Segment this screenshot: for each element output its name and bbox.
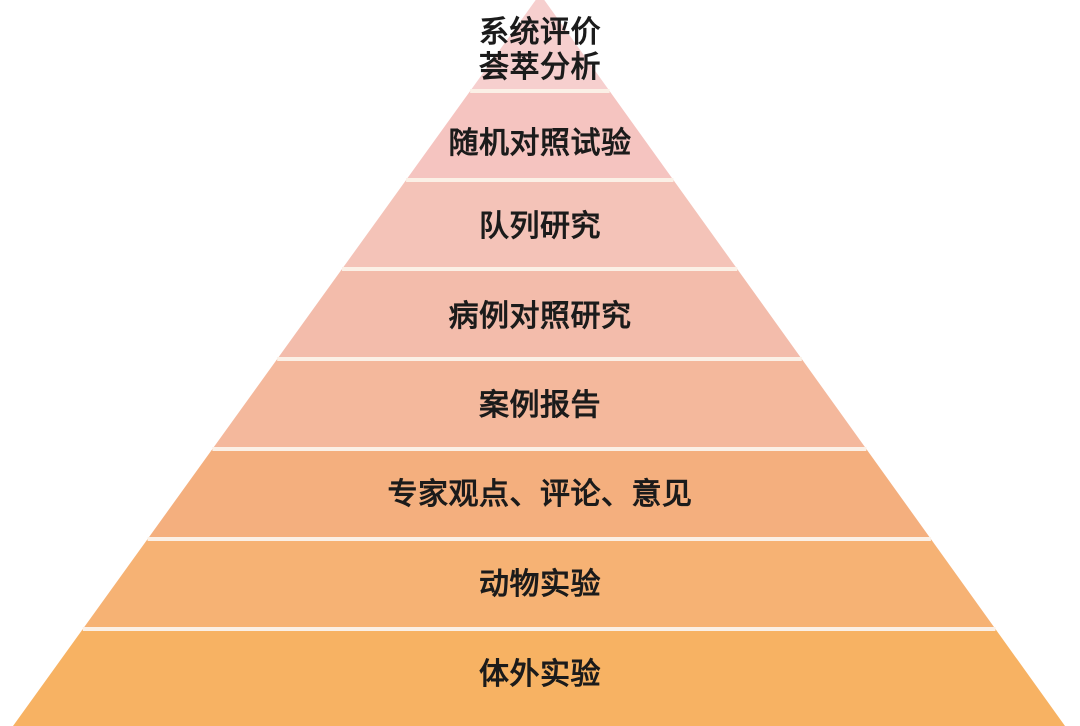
pyramid-divider-group [82, 89, 996, 631]
pyramid-band-2[interactable] [406, 91, 674, 180]
pyramid-band-4[interactable] [277, 269, 802, 359]
pyramid-band-6[interactable] [147, 449, 931, 539]
pyramid-band-group [13, 0, 1065, 726]
pyramid-band-7[interactable] [82, 539, 996, 629]
pyramid-band-1[interactable] [470, 0, 610, 91]
pyramid-band-3[interactable] [342, 180, 738, 269]
pyramid-band-8[interactable] [13, 629, 1065, 726]
pyramid-band-5[interactable] [212, 359, 867, 449]
